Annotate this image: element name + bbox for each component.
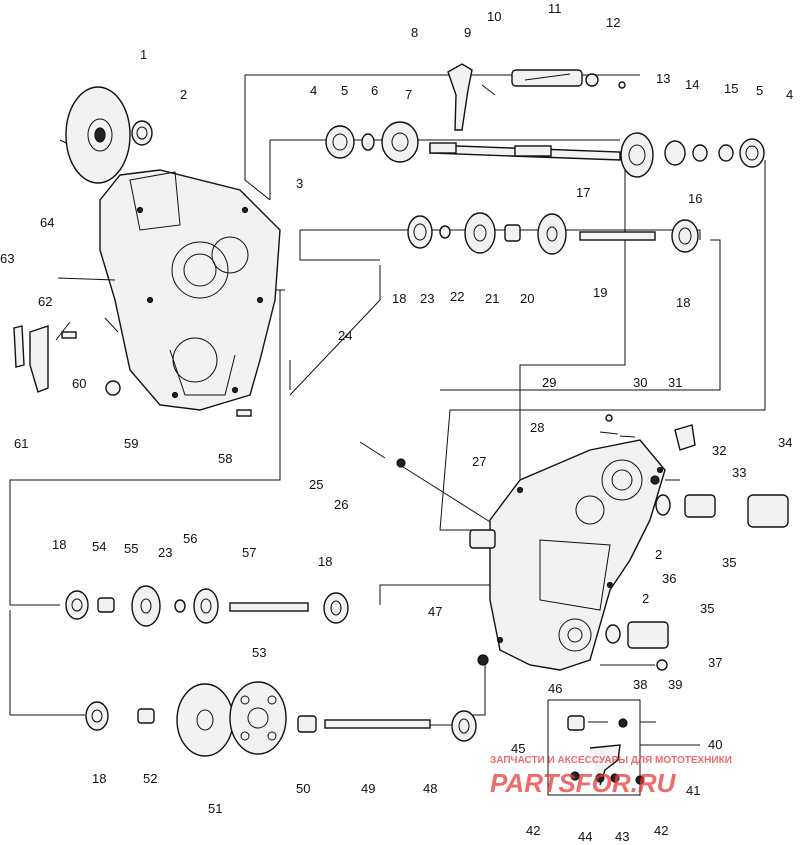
callout-label: 4 xyxy=(310,83,317,98)
callout-label: 7 xyxy=(405,87,412,102)
callout-label: 51 xyxy=(208,801,222,816)
callout-label: 59 xyxy=(124,436,138,451)
callout-label: 24 xyxy=(338,328,352,343)
callout-label: 13 xyxy=(656,71,670,86)
callout-label: 55 xyxy=(124,541,138,556)
watermark-logo: PARTSFOR.RU xyxy=(490,768,677,798)
callout-label: 35 xyxy=(700,601,714,616)
callout-label: 17 xyxy=(576,185,590,200)
callout-label: 29 xyxy=(542,375,556,390)
callout-label: 42 xyxy=(654,823,668,838)
callout-label: 53 xyxy=(252,645,266,660)
callout-label: 47 xyxy=(428,604,442,619)
callout-label: 18 xyxy=(676,295,690,310)
callout-label: 52 xyxy=(143,771,157,786)
callout-label: 11 xyxy=(548,1,562,16)
callout-label: 12 xyxy=(606,15,620,30)
callout-label: 33 xyxy=(732,465,746,480)
callout-label: 23 xyxy=(158,545,172,560)
callout-label: 64 xyxy=(40,215,54,230)
callout-label: 49 xyxy=(361,781,375,796)
right-side-small-parts xyxy=(359,414,789,671)
callout-label: 8 xyxy=(411,25,418,40)
callout-label: 62 xyxy=(38,294,52,309)
callout-label: 63 xyxy=(0,251,14,266)
callout-label: 37 xyxy=(708,655,722,670)
callout-label: 5 xyxy=(756,83,763,98)
callout-label: 2 xyxy=(180,87,187,102)
callout-label: 61 xyxy=(14,436,28,451)
watermark-tagline: ЗАПЧАСТИ И АКСЕССУАРЫ ДЛЯ МОТОТЕХНИКИ xyxy=(490,755,732,766)
callout-label: 54 xyxy=(92,539,106,554)
shift-fork-assembly xyxy=(447,63,626,131)
lower-shaft-assembly xyxy=(65,585,349,627)
callout-label: 23 xyxy=(420,291,434,306)
callout-label: 38 xyxy=(633,677,647,692)
callout-label: 56 xyxy=(183,531,197,546)
callout-label: 18 xyxy=(92,771,106,786)
callout-label: 31 xyxy=(668,375,682,390)
callout-label: 60 xyxy=(72,376,86,391)
callout-label: 26 xyxy=(334,497,348,512)
callout-label: 25 xyxy=(309,477,323,492)
callout-label: 42 xyxy=(526,823,540,838)
callout-label: 14 xyxy=(685,77,699,92)
left-side-small-parts xyxy=(13,277,252,417)
callout-label: 18 xyxy=(392,291,406,306)
callout-label: 21 xyxy=(485,291,499,306)
callout-label: 34 xyxy=(778,435,792,450)
callout-label: 30 xyxy=(633,375,647,390)
callout-label: 58 xyxy=(218,451,232,466)
callout-label: 2 xyxy=(655,547,662,562)
callout-label: 28 xyxy=(530,420,544,435)
callout-label: 32 xyxy=(712,443,726,458)
left-transmission-case xyxy=(99,169,281,411)
callout-label: 35 xyxy=(722,555,736,570)
callout-label: 2 xyxy=(642,591,649,606)
callout-label: 3 xyxy=(296,176,303,191)
drive-pulley xyxy=(65,86,131,184)
callout-label: 41 xyxy=(686,783,700,798)
callout-label: 18 xyxy=(318,554,332,569)
callout-label: 40 xyxy=(708,737,722,752)
callout-label: 39 xyxy=(668,677,682,692)
callout-label: 10 xyxy=(487,9,501,24)
callout-label: 16 xyxy=(688,191,702,206)
callout-label: 4 xyxy=(786,87,793,102)
callout-label: 20 xyxy=(520,291,534,306)
callout-label: 9 xyxy=(464,25,471,40)
callout-label: 27 xyxy=(472,454,486,469)
callout-label: 48 xyxy=(423,781,437,796)
middle-shaft-assembly xyxy=(407,212,699,255)
callout-label: 18 xyxy=(52,537,66,552)
callout-label: 5 xyxy=(341,83,348,98)
watermark: ЗАПЧАСТИ И АКСЕССУАРЫ ДЛЯ МОТОТЕХНИКИ PA… xyxy=(490,755,732,798)
callout-label: 57 xyxy=(242,545,256,560)
callout-label: 22 xyxy=(450,289,464,304)
callout-label: 45 xyxy=(511,741,525,756)
seal xyxy=(131,120,153,146)
callout-label: 50 xyxy=(296,781,310,796)
right-transmission-case xyxy=(469,439,666,671)
callout-label: 19 xyxy=(593,285,607,300)
callout-label: 15 xyxy=(724,81,738,96)
callout-label: 36 xyxy=(662,571,676,586)
shift-linkage-assembly xyxy=(567,715,656,786)
callout-label: 1 xyxy=(140,47,147,62)
callout-label: 6 xyxy=(371,83,378,98)
callout-label: 43 xyxy=(615,829,629,844)
bottom-shaft-assembly xyxy=(85,681,477,757)
callout-label: 44 xyxy=(578,829,592,844)
upper-shaft-assembly xyxy=(325,121,765,178)
callout-label: 46 xyxy=(548,681,562,696)
